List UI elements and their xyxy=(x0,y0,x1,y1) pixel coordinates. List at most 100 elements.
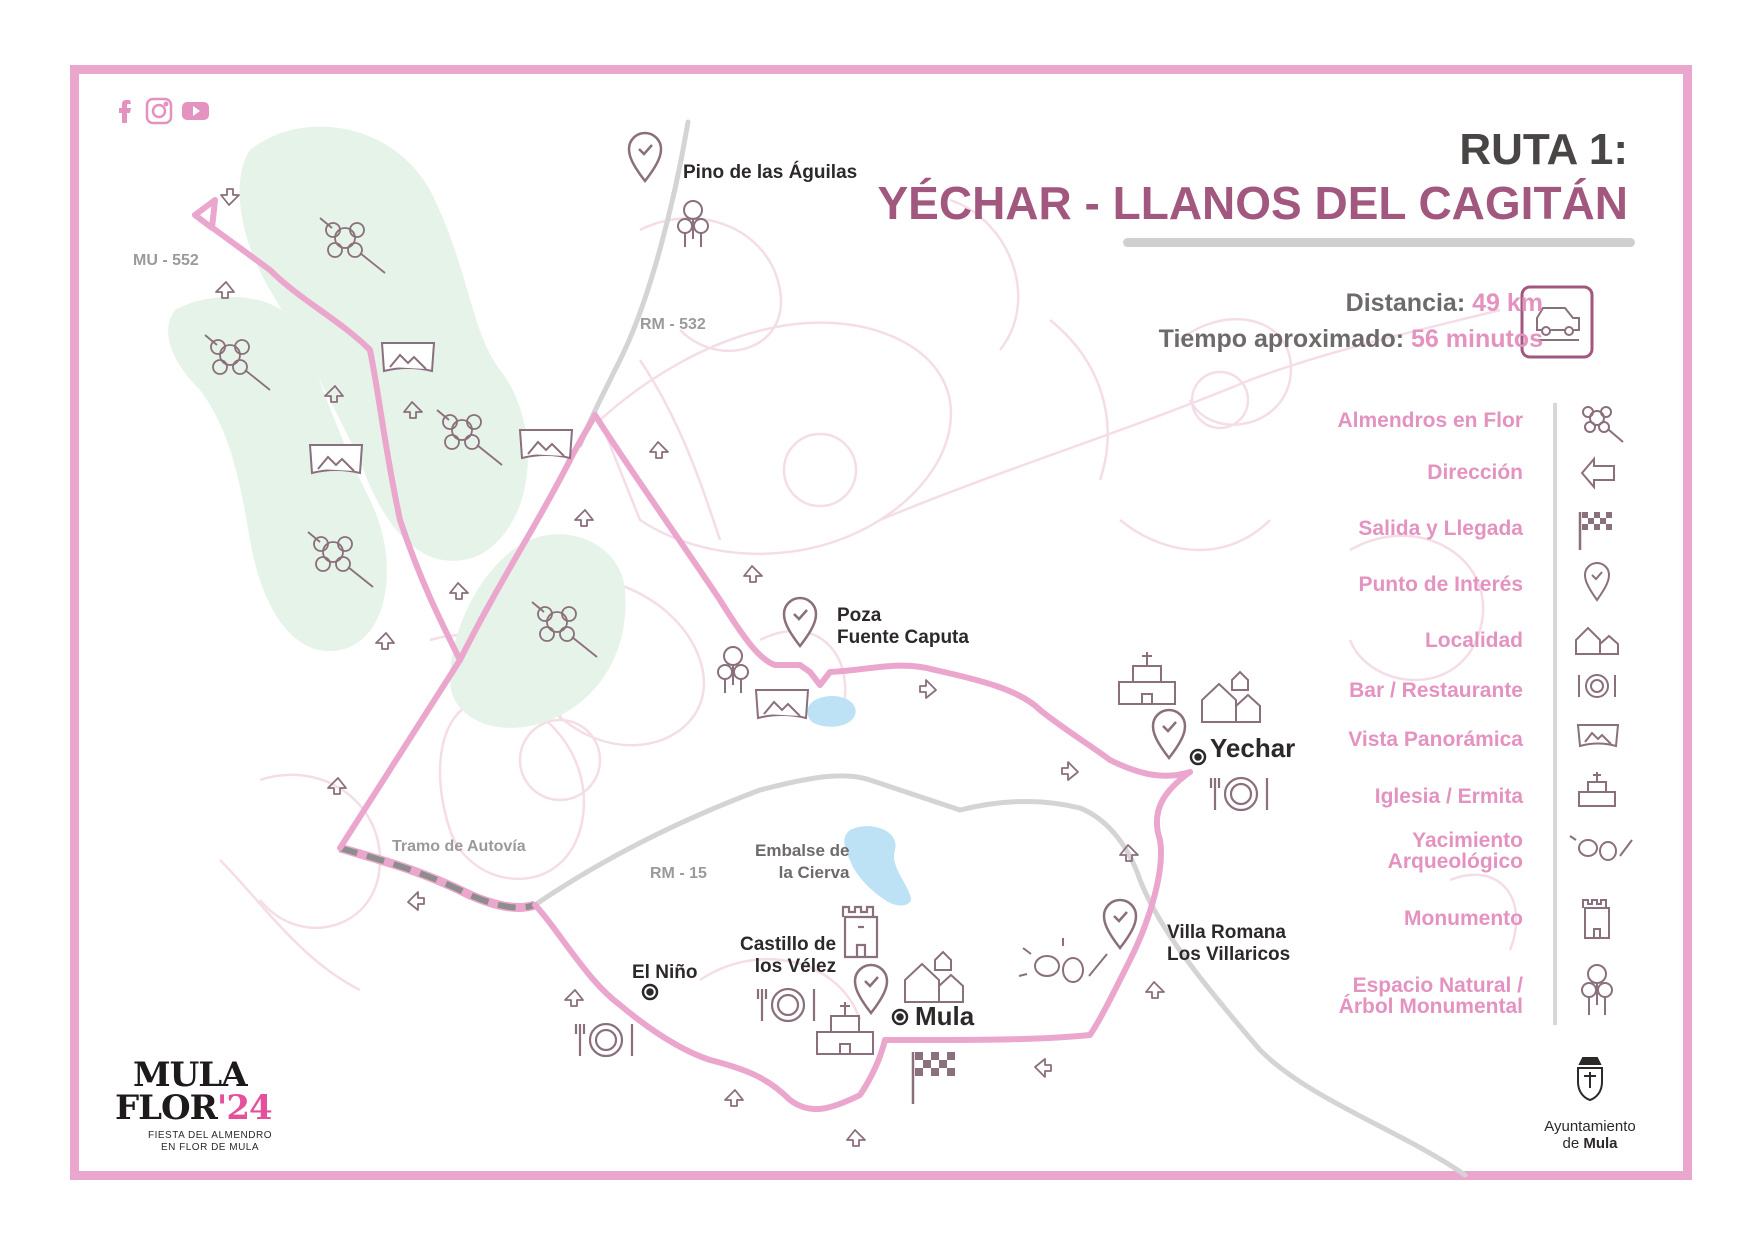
tree-markers xyxy=(677,200,749,693)
direction-arrow-icon xyxy=(846,1129,866,1147)
church-markers xyxy=(816,652,1176,1055)
plate-cutlery-icon xyxy=(1209,776,1269,812)
panorama-icon xyxy=(308,444,364,475)
houses-icon xyxy=(904,950,964,1003)
plate-cutlery-icon xyxy=(756,987,816,1023)
route-line xyxy=(192,197,1193,1113)
legend-label-yacimiento: Yacimiento Arqueológico xyxy=(1388,830,1523,872)
brand-line2: FLOR'24 xyxy=(115,1088,273,1128)
tower-icon xyxy=(841,905,879,959)
road-label-mu552: MU - 552 xyxy=(133,252,199,269)
direction-arrow-icon xyxy=(220,188,240,206)
direction-arrows xyxy=(215,188,1165,1147)
brand-year: '24 xyxy=(216,1088,273,1128)
legend-label-yacimiento-line1: Yacimiento xyxy=(1412,829,1523,852)
panorama-icon xyxy=(1576,724,1620,748)
checkered-flag-icon xyxy=(911,1052,955,1104)
trees-icon xyxy=(1581,964,1613,1015)
place-nino: El Niño xyxy=(632,962,698,983)
direction-arrow-icon xyxy=(743,565,763,583)
direction-arrow-icon xyxy=(1145,981,1165,999)
map-pin-icon xyxy=(782,596,818,649)
archaeology-icon xyxy=(1018,938,1108,983)
direction-arrow-icon xyxy=(375,632,395,650)
legend-label-espacio-line1: Espacio Natural / xyxy=(1352,974,1523,997)
time-value: 56 minutos xyxy=(1411,325,1543,353)
legend-label-direccion: Dirección xyxy=(1427,461,1523,484)
place-villa-line2: Los Villaricos xyxy=(1167,944,1291,965)
roads xyxy=(532,119,1468,1178)
ayuntamiento-line1: Ayuntamiento xyxy=(1544,1118,1636,1135)
trees-icon xyxy=(677,200,709,247)
place-castillo-line1: Castillo de xyxy=(740,934,837,955)
panorama-icon xyxy=(518,429,574,460)
legend-label-almendros: Almendros en Flor xyxy=(1337,409,1523,432)
brand-tag-line2: EN FLOR DE MULA xyxy=(160,1142,260,1153)
social-icons xyxy=(119,97,209,125)
town-mula: Mula xyxy=(915,1001,975,1031)
brand-flor: FLOR xyxy=(115,1088,218,1128)
checkered-flag-icon xyxy=(1578,512,1612,550)
route-title-line1: RUTA 1: xyxy=(1459,125,1628,174)
almond-areas xyxy=(168,126,626,728)
legend-label-iglesia: Iglesia / Ermita xyxy=(1374,785,1523,808)
place-embalse-line1: Embalse de xyxy=(755,841,850,860)
almond-blossom-icon xyxy=(436,409,503,466)
legend-label-espacio: Espacio Natural / Árbol Monumental xyxy=(1339,975,1523,1017)
instagram-icon xyxy=(145,97,173,125)
direction-arrow-icon xyxy=(724,1089,744,1107)
brand-line1: MULA xyxy=(133,1055,248,1095)
place-villa-line1: Villa Romana xyxy=(1167,922,1286,943)
direction-arrow-icon xyxy=(1034,1058,1052,1078)
autovia-segment xyxy=(338,843,537,913)
direction-arrow-icon xyxy=(1580,456,1615,490)
place-poza-line2: Fuente Caputa xyxy=(837,627,969,648)
place-castillo-line2: los Vélez xyxy=(754,956,837,977)
legend-label-vista: Vista Panorámica xyxy=(1348,728,1523,751)
church-icon xyxy=(1118,652,1176,705)
legend-icons xyxy=(1569,406,1633,1015)
time-label: Tiempo aproximado: xyxy=(1158,325,1405,353)
road-label-autovia: Tramo de Autovía xyxy=(392,838,526,855)
town-yechar: Yechar xyxy=(1210,733,1296,763)
distance-info: Distancia: 49 km xyxy=(1346,289,1543,318)
panorama-icon xyxy=(380,342,436,373)
direction-arrow-icon xyxy=(1119,844,1139,862)
direction-arrow-icon xyxy=(919,679,937,699)
town-dots xyxy=(641,748,1207,1026)
plate-cutlery-icon xyxy=(574,1022,634,1058)
place-embalse-line2: la Cierva xyxy=(778,863,850,882)
direction-arrow-icon xyxy=(449,582,469,600)
direction-arrow-icon xyxy=(1061,761,1079,781)
legend-label-yacimiento-line2: Arqueológico xyxy=(1387,850,1523,873)
coat-of-arms-icon xyxy=(1577,1057,1603,1102)
ayuntamiento-line2: de Mula xyxy=(1525,1135,1655,1152)
car-icon xyxy=(1520,285,1594,359)
legend-label-bar: Bar / Restaurante xyxy=(1349,679,1523,702)
direction-arrow-icon xyxy=(324,385,344,403)
route-title-line2: YÉCHAR - LLANOS DEL CAGITÁN xyxy=(877,177,1629,229)
road-label-rm15: RM - 15 xyxy=(650,865,707,882)
legend-label-monumento: Monumento xyxy=(1404,907,1523,930)
direction-arrow-icon xyxy=(403,401,423,419)
facebook-icon xyxy=(119,100,131,123)
almond-blossom-icon xyxy=(1582,406,1624,443)
church-icon xyxy=(1578,772,1616,807)
almond-blossom-icon xyxy=(319,217,386,274)
plate-cutlery-icon xyxy=(1578,674,1616,698)
archaeology-icon xyxy=(1569,835,1633,861)
direction-arrow-icon xyxy=(564,989,584,1007)
direction-arrow-icon xyxy=(327,777,347,795)
place-castillo: Castillo de los Vélez xyxy=(740,934,836,978)
road-label-rm532: RM - 532 xyxy=(640,316,706,333)
legend-label-salida: Salida y Llegada xyxy=(1358,517,1523,540)
houses-icon xyxy=(1201,670,1261,723)
church-icon xyxy=(816,1002,874,1055)
place-poza: Poza Fuente Caputa xyxy=(837,605,969,649)
trees-icon xyxy=(717,646,749,693)
restaurant-markers xyxy=(574,776,1269,1058)
place-poza-line1: Poza xyxy=(837,605,882,626)
title-underline xyxy=(1123,238,1635,247)
legend-label-espacio-line2: Árbol Monumental xyxy=(1338,995,1523,1018)
